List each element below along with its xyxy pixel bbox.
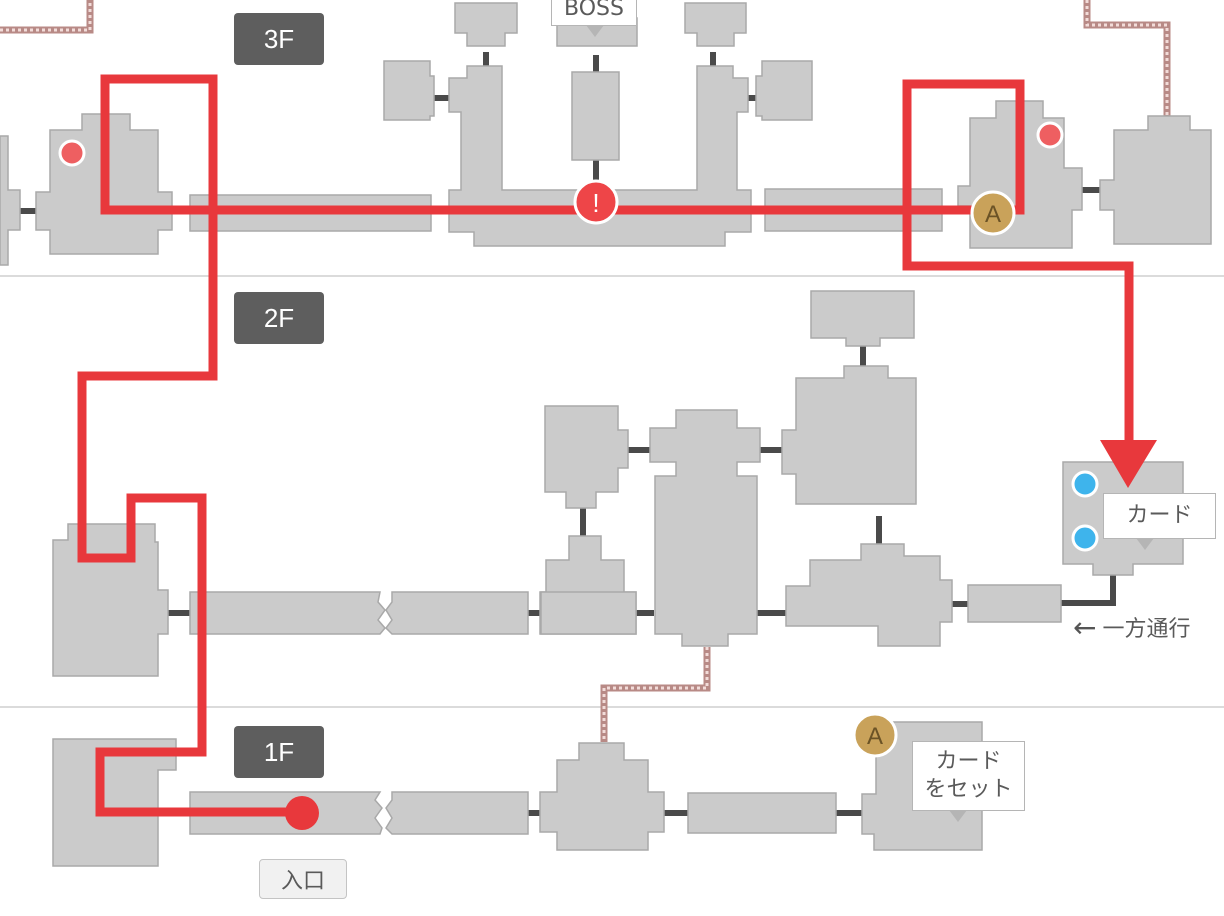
route-start-marker <box>285 796 319 830</box>
floor-tag-2f: 2F <box>234 292 324 344</box>
card-callout: カード <box>1103 493 1216 550</box>
boss-alert-marker <box>573 179 619 225</box>
entrance-label: 入口 <box>259 859 347 899</box>
a-marker-1f-label: A <box>867 723 883 750</box>
boss-label: BOSS <box>564 0 624 21</box>
item-marker <box>1071 524 1099 552</box>
one-way-note: ← 一方通行 <box>1073 610 1191 644</box>
one-way-label: 一方通行 <box>1102 617 1191 642</box>
left-arrow-icon: ← <box>1073 610 1097 644</box>
card-set-callout: カード をセット <box>912 741 1025 822</box>
card-set-label-line1: カード <box>935 749 1002 774</box>
boss-callout: BOSS <box>551 0 637 37</box>
markers: ! A A <box>58 121 1099 758</box>
a-marker-3f-label: A <box>985 201 1001 228</box>
enemy-marker <box>58 139 86 167</box>
a-marker-1f <box>852 712 898 758</box>
route-arrowhead <box>1100 440 1157 488</box>
floor-3f-rooms <box>0 2 1212 266</box>
item-marker <box>1071 470 1099 498</box>
room-connectors <box>20 52 1116 816</box>
boss-alert-label: ! <box>592 188 599 218</box>
a-marker-3f <box>970 190 1016 236</box>
floor-2f-rooms <box>52 290 1184 677</box>
card-set-label-line2: をセット <box>924 777 1013 802</box>
floor-tag-3f: 3F <box>234 13 324 65</box>
stair-passages <box>0 0 1171 742</box>
enemy-marker <box>1036 121 1064 149</box>
floor-1f-rooms <box>52 721 983 867</box>
route-line <box>77 74 1157 830</box>
card-label: カード <box>1126 503 1193 528</box>
floor-tag-1f: 1F <box>234 726 324 778</box>
